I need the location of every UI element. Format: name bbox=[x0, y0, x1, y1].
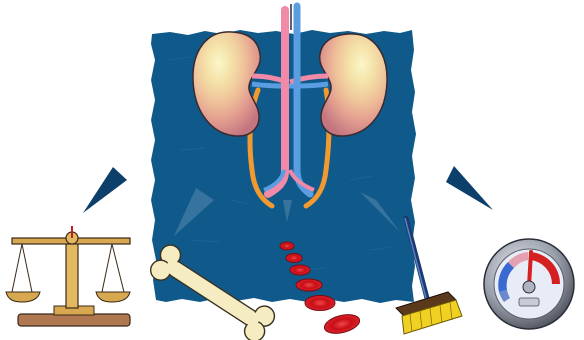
pointer-left bbox=[83, 167, 127, 213]
right-renal-vein bbox=[296, 84, 328, 86]
balance-scale-icon bbox=[6, 226, 130, 326]
scale-pan-right bbox=[96, 292, 130, 302]
gauge-hub bbox=[523, 281, 535, 293]
pointer-right bbox=[446, 166, 493, 210]
pressure-gauge-icon bbox=[484, 239, 574, 329]
scale-post bbox=[66, 240, 78, 308]
scale-pan-left bbox=[6, 292, 40, 302]
scale-base bbox=[18, 314, 130, 326]
gauge-window bbox=[519, 298, 539, 306]
